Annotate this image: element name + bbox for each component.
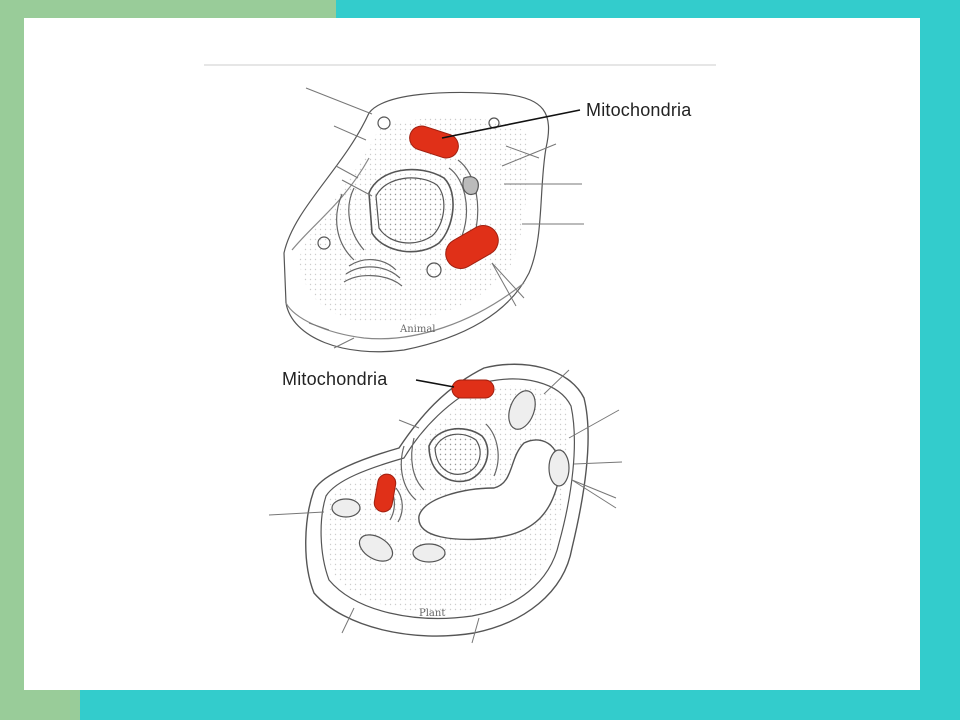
plant-chloroplast — [412, 543, 446, 563]
cell-diagram — [204, 64, 716, 644]
plant-nucleus-envelope — [428, 428, 489, 483]
animal-cell-drawing — [283, 87, 584, 353]
plant-cell-caption: Plant — [419, 608, 446, 619]
plant-mitochondria-pointer — [415, 379, 455, 388]
animal-nucleus-envelope — [368, 168, 454, 253]
slide-canvas: Mitochondria Mitochondria Animal Plant — [24, 18, 920, 690]
green-border-bottom — [24, 690, 80, 720]
plant-chloroplast — [358, 534, 394, 562]
plant-mitochondria-group — [373, 379, 495, 513]
green-border-left — [0, 0, 24, 720]
plant-mitochondria-label: Mitochondria — [282, 369, 388, 389]
animal-nucleus — [375, 177, 445, 244]
animal-golgi — [343, 259, 403, 287]
animal-vesicle — [377, 116, 391, 130]
plant-mitochondrion-left — [373, 473, 397, 513]
animal-lysosome — [462, 176, 479, 196]
plant-nucleus — [434, 433, 481, 475]
animal-er — [336, 159, 479, 261]
plant-cell-drawing — [268, 363, 623, 644]
plant-mitochondrion-top — [451, 379, 495, 399]
plant-chloroplast — [331, 498, 361, 518]
plant-leader-lines — [268, 369, 623, 644]
animal-mitochondria-pointer — [441, 109, 581, 139]
plant-cell-membrane — [320, 378, 575, 619]
animal-mitochondrion-top — [409, 125, 459, 159]
animal-mitochondria-group — [409, 125, 499, 269]
plant-er — [400, 423, 499, 501]
animal-cell-base — [285, 282, 525, 340]
animal-cell-caption: Animal — [400, 324, 436, 335]
animal-mitochondria-label: Mitochondria — [586, 100, 692, 120]
animal-leader-lines — [305, 87, 584, 349]
green-border-top — [24, 0, 336, 18]
plant-chloroplast — [508, 390, 536, 430]
plant-cell-wall — [305, 363, 589, 637]
animal-vesicle — [317, 236, 331, 250]
animal-vesicle — [426, 262, 442, 278]
animal-mitochondrion-right — [445, 225, 499, 269]
plant-chloroplast — [548, 449, 570, 487]
